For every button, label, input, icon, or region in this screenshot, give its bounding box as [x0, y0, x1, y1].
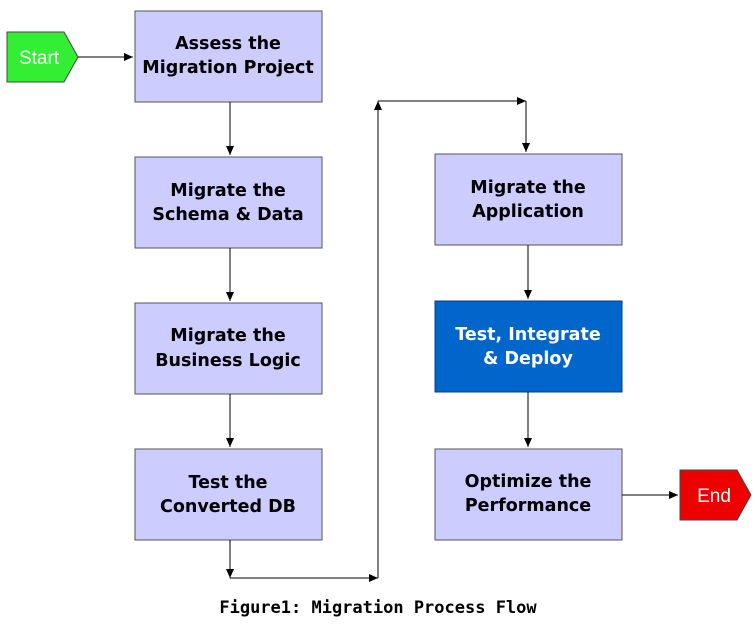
- start-label: Start: [19, 48, 60, 69]
- step-optimize-line1: Optimize the: [465, 472, 592, 492]
- step-app-line1: Migrate the: [470, 178, 586, 198]
- step-logic: Migrate the Business Logic: [134, 302, 323, 395]
- step-schema: Migrate the Schema & Data: [134, 156, 323, 249]
- step-testdb: Test the Converted DB: [134, 448, 323, 541]
- step-optimize-line2: Performance: [465, 496, 591, 516]
- step-assess: Assess the Migration Project: [134, 10, 323, 103]
- step-logic-line1: Migrate the: [170, 326, 286, 346]
- step-app-line2: Application: [472, 202, 584, 222]
- step-deploy-line1: Test, Integrate: [455, 325, 601, 345]
- step-schema-line1: Migrate the: [170, 181, 286, 201]
- end-label: End: [697, 486, 731, 507]
- step-testdb-line1: Test the: [188, 473, 267, 493]
- step-logic-line2: Business Logic: [155, 351, 301, 371]
- step-schema-line2: Schema & Data: [152, 205, 303, 225]
- step-deploy: Test, Integrate & Deploy: [434, 300, 623, 393]
- step-assess-line1: Assess the: [175, 34, 281, 54]
- step-app: Migrate the Application: [434, 153, 623, 246]
- step-assess-line2: Migration Project: [142, 58, 313, 78]
- end-terminal: End: [679, 469, 752, 521]
- step-deploy-line2: & Deploy: [483, 349, 573, 369]
- figure-caption: Figure1: Migration Process Flow: [219, 598, 537, 618]
- step-optimize: Optimize the Performance: [434, 448, 623, 541]
- start-terminal: Start: [6, 31, 79, 83]
- step-testdb-line2: Converted DB: [160, 497, 296, 517]
